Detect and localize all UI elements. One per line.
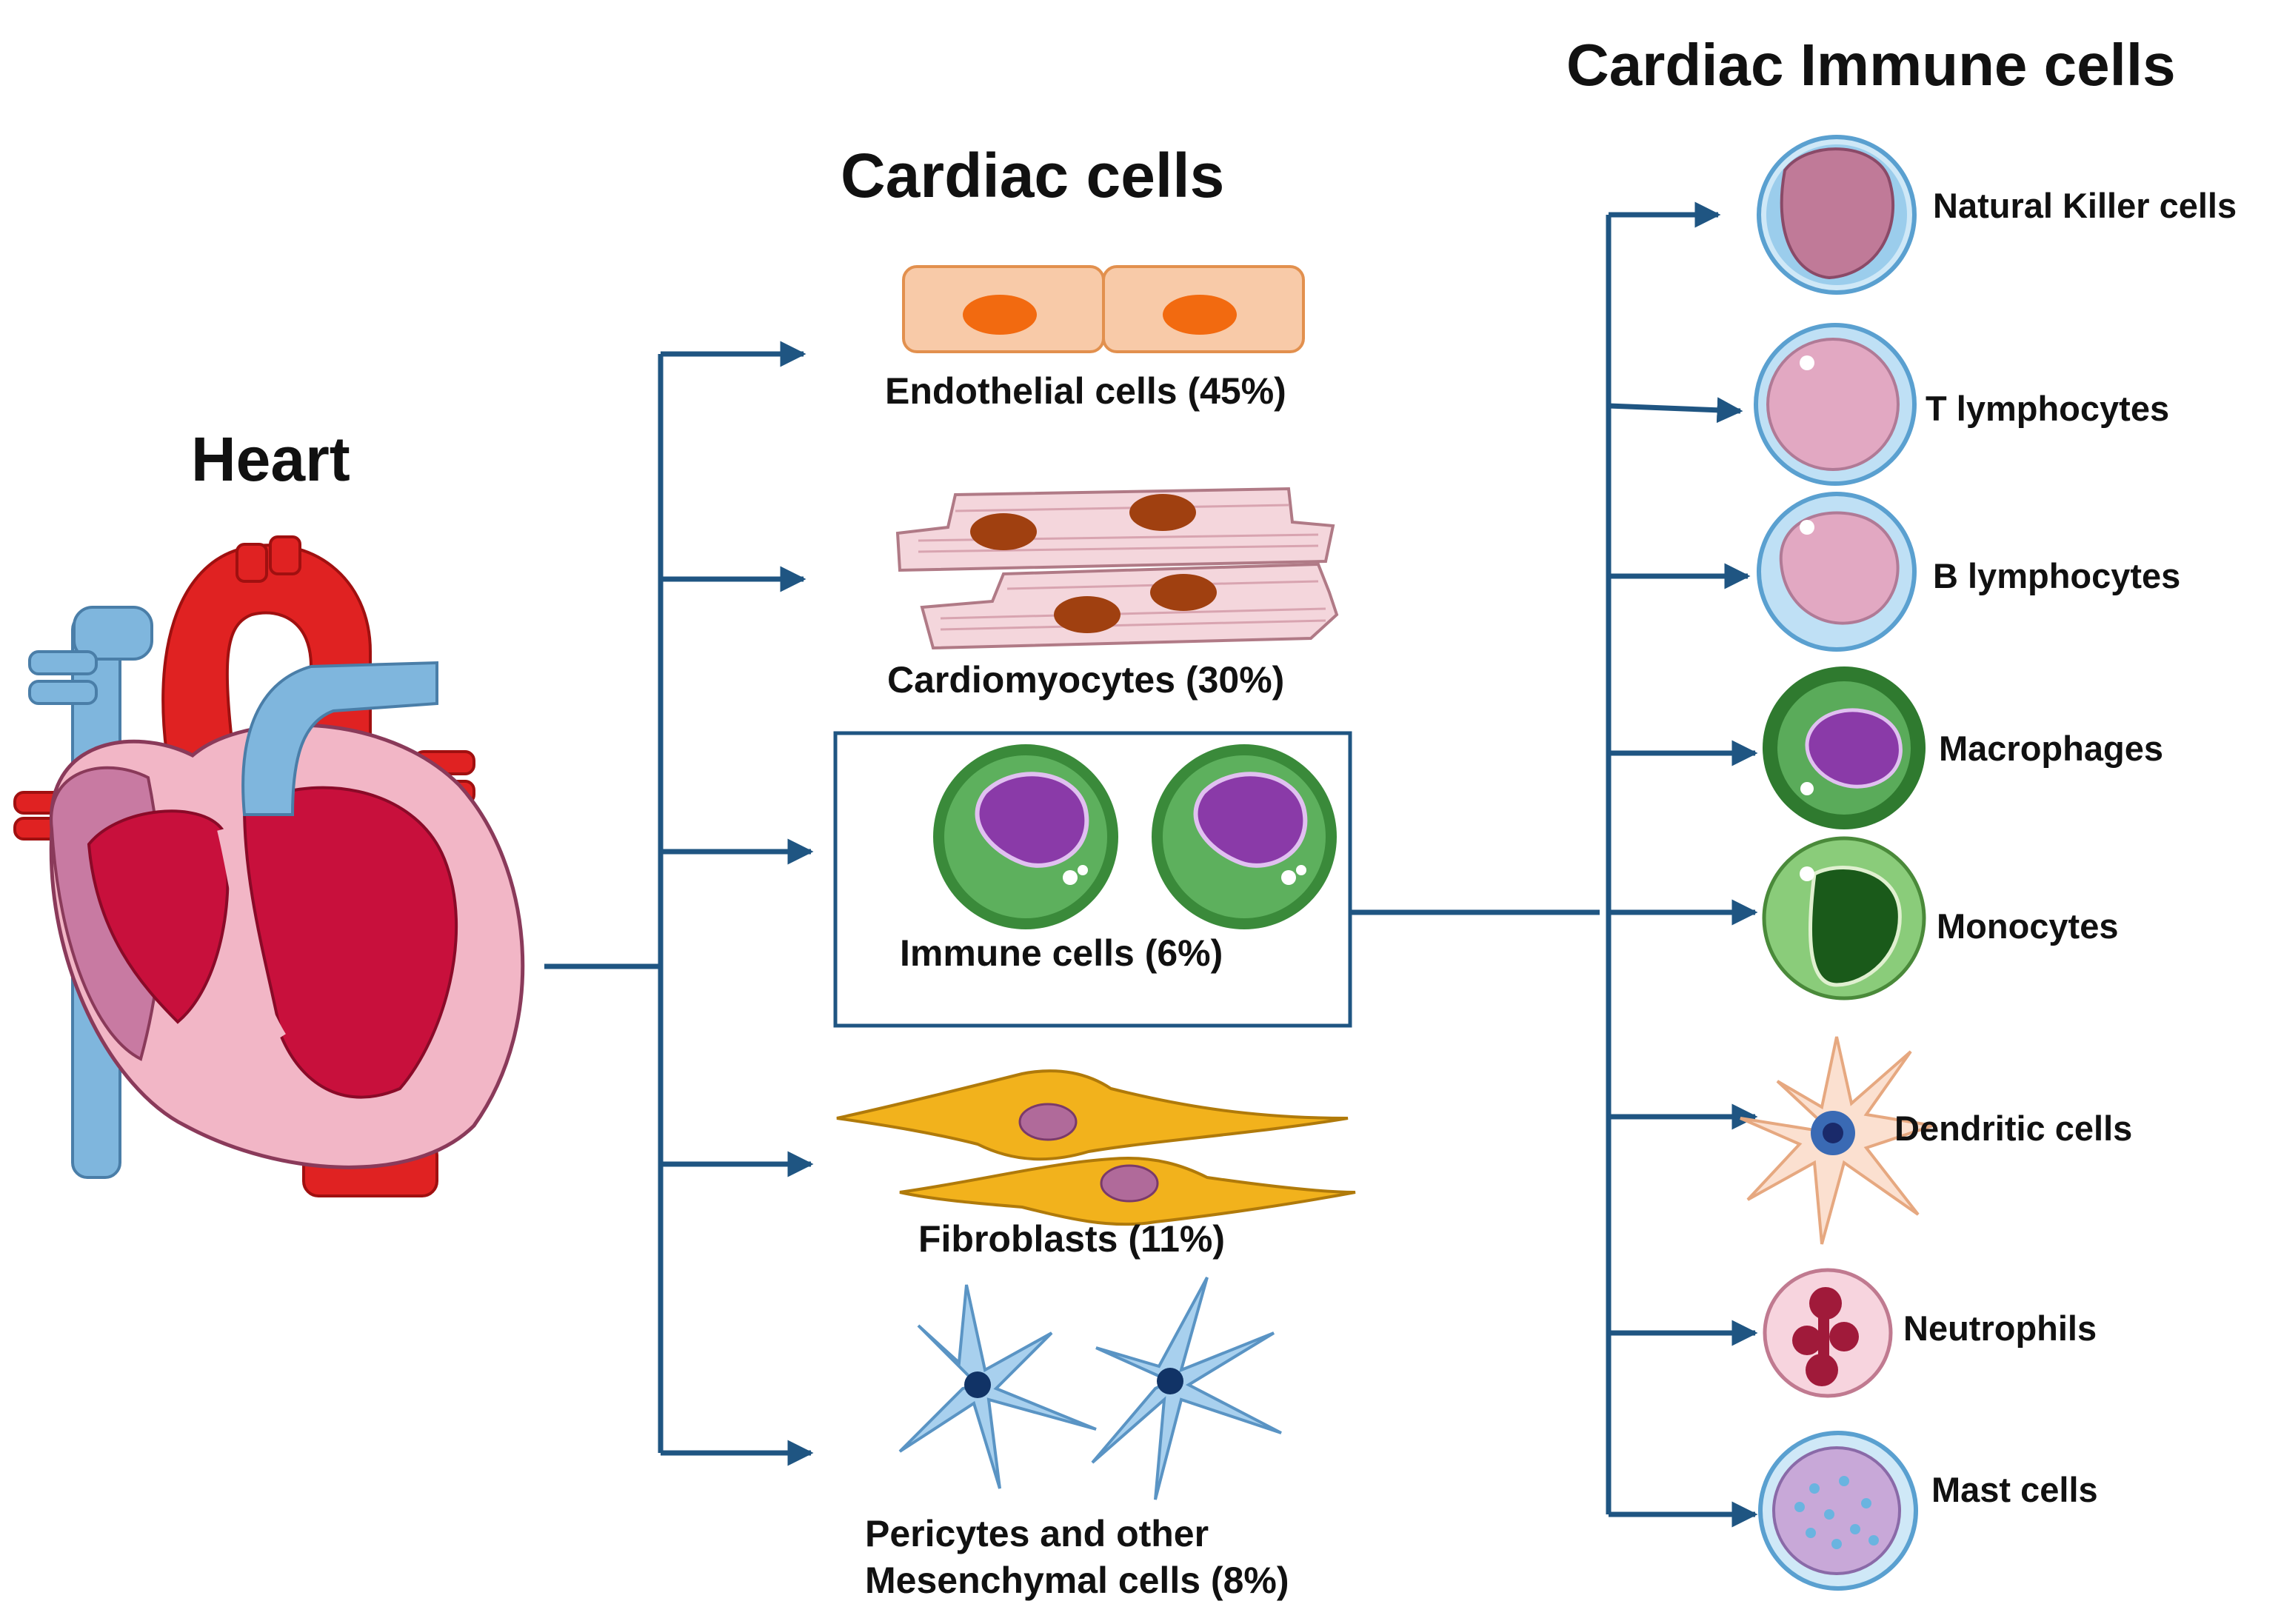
neutrophil-icon [1763,1268,1893,1398]
cardiac-cells-connectors [544,341,814,1466]
neutrophils-label: Neutrophils [1903,1309,2097,1348]
mast-cell-icon [1758,1431,1918,1591]
heart-illustration [13,535,525,1197]
b-lymphocytes-label: B lymphocytes [1933,556,2181,595]
immune-cells-connectors [1350,201,1758,1528]
pericytes-label: Pericytes and other Mesenchymal cells (8… [865,1513,1289,1601]
cardiomyocytes-illustration [895,487,1339,650]
monocytes-label: Monocytes [1937,906,2119,946]
b-lymphocyte-icon [1757,492,1917,652]
t-lymphocyte-icon [1754,323,1917,486]
cardiac-cells-title: Cardiac cells [841,141,1225,210]
endothelial-cells-illustration [902,265,1305,353]
macrophage-icon [1763,666,1926,829]
cardiomyocytes-label: Cardiomyocytes (30%) [887,659,1285,701]
endothelial-cells-label: Endothelial cells (45%) [885,370,1286,412]
dendritic-cells-label: Dendritic cells [1894,1109,2133,1148]
monocyte-icon [1762,836,1926,1000]
immune-cells-box [833,731,1352,1028]
fibroblasts-illustration [836,1069,1356,1226]
mast-cells-label: Mast cells [1931,1470,2098,1509]
cardiac-immune-cells-title: Cardiac Immune cells [1566,32,2176,98]
macrophages-label: Macrophages [1939,729,2163,768]
pericytes-illustration [898,1277,1282,1500]
nk-cell-icon [1757,135,1917,295]
fibroblasts-label: Fibroblasts (11%) [918,1218,1225,1260]
immune-cells-illustration [933,744,1337,929]
t-lymphocytes-label: T lymphocytes [1926,389,2170,428]
immune-cells-label: Immune cells (6%) [900,932,1223,974]
dendritic-cell-icon [1740,1036,1934,1245]
heart-title: Heart [191,424,350,494]
nk-cells-label: Natural Killer cells [1933,186,2237,225]
